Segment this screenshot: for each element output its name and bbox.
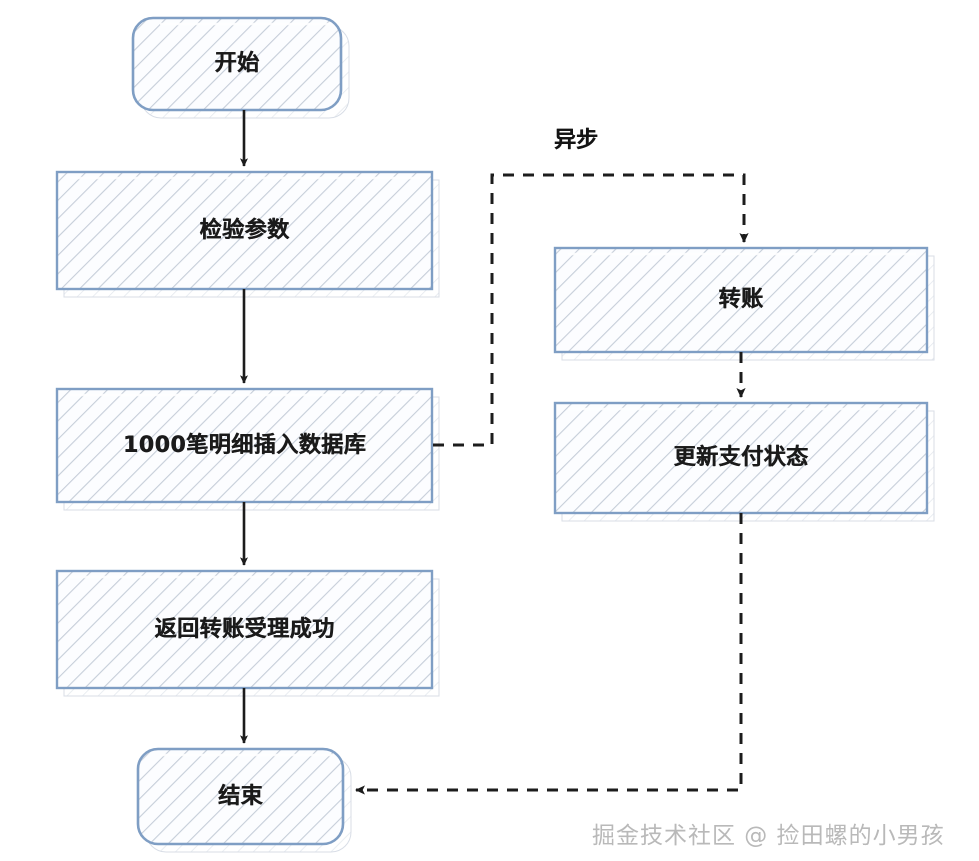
watermark-text: 掘金技术社区 @ 捡田螺的小男孩 <box>592 823 945 849</box>
edge-insert-transfer <box>433 173 749 447</box>
node-shape-transfer[interactable] <box>553 246 929 354</box>
node-shape-validate[interactable] <box>55 170 434 291</box>
node-highlight-layer <box>70 22 916 757</box>
node-shape-end[interactable] <box>136 747 345 846</box>
edge-label-async: 异步 <box>554 128 599 153</box>
node-shape-start[interactable] <box>131 16 343 112</box>
node-shape-insert[interactable] <box>55 387 434 504</box>
node-shape-respond[interactable] <box>55 569 434 690</box>
dashed-edges <box>355 173 749 795</box>
node-shape-update[interactable] <box>553 401 929 515</box>
